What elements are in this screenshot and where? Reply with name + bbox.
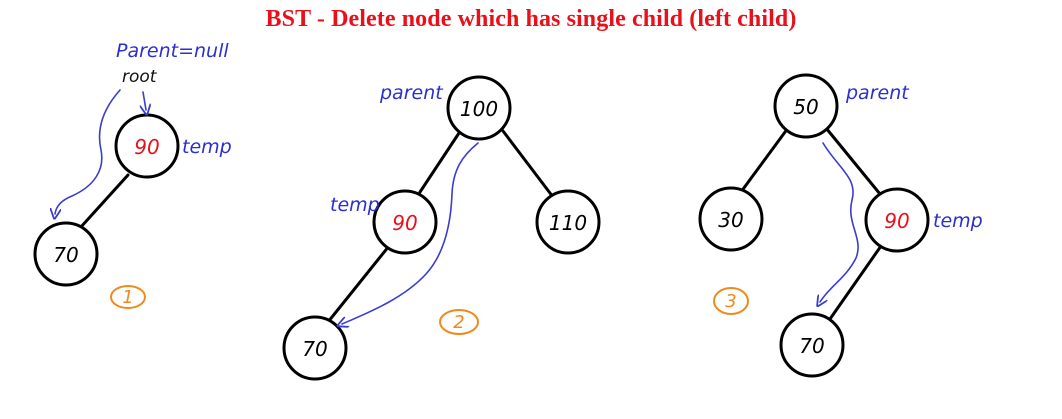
edge-90-70 [326, 244, 391, 324]
relink-arrow [342, 142, 479, 324]
node-value: 50 [793, 95, 818, 119]
diagram-1: 90 70 Parent=null root temp 1 [33, 40, 232, 309]
step-badge: 1 [110, 285, 146, 309]
diagram-3: 50 30 90 70 parent temp 3 [698, 73, 983, 378]
edge-100-110 [501, 129, 555, 199]
svg-text:1: 1 [122, 287, 133, 308]
relink-arrow [55, 89, 121, 214]
annotation-parent-null: Parent=null [116, 40, 229, 62]
root-pointer-arrow [143, 91, 146, 110]
svg-text:2: 2 [453, 312, 464, 333]
tree-node-70: 70 [282, 315, 348, 381]
node-value: 70 [53, 243, 78, 267]
tree-node-50: 50 [773, 73, 839, 139]
node-value: 110 [549, 211, 587, 235]
annotation-parent: parent [379, 82, 444, 104]
tree-node-90: 90 [372, 189, 438, 255]
edge-100-90 [418, 128, 463, 194]
step-badge: 3 [713, 287, 749, 315]
tree-node-110: 110 [535, 189, 601, 255]
edge-90-70 [828, 244, 883, 321]
tree-node-70: 70 [33, 221, 99, 287]
node-value: 70 [799, 334, 824, 358]
annotation-temp: temp [182, 136, 232, 158]
tree-node-30: 30 [698, 186, 764, 252]
annotation-temp: temp [933, 210, 983, 232]
relink-arrow [820, 142, 859, 302]
tree-node-90: 90 [864, 187, 930, 253]
node-value: 30 [718, 208, 743, 232]
tree-node-90: 90 [114, 113, 180, 179]
node-value: 100 [460, 97, 498, 121]
edge-50-30 [736, 126, 790, 198]
tree-node-100: 100 [446, 75, 512, 141]
node-value: 70 [302, 337, 327, 361]
node-value: 90 [884, 209, 909, 233]
edge-90-70 [78, 173, 130, 230]
annotation-parent: parent [845, 82, 910, 104]
diagram-2: 100 90 110 70 parent temp 2 [282, 75, 601, 381]
node-value: 90 [392, 211, 417, 235]
step-badge: 2 [439, 309, 479, 335]
edge-50-90 [824, 126, 882, 196]
page-title: BST - Delete node which has single child… [265, 6, 797, 32]
node-value: 90 [134, 135, 159, 159]
annotation-root: root [122, 67, 158, 87]
tree-node-70: 70 [779, 312, 845, 378]
svg-text:3: 3 [725, 291, 736, 312]
annotation-temp: temp [330, 194, 380, 216]
